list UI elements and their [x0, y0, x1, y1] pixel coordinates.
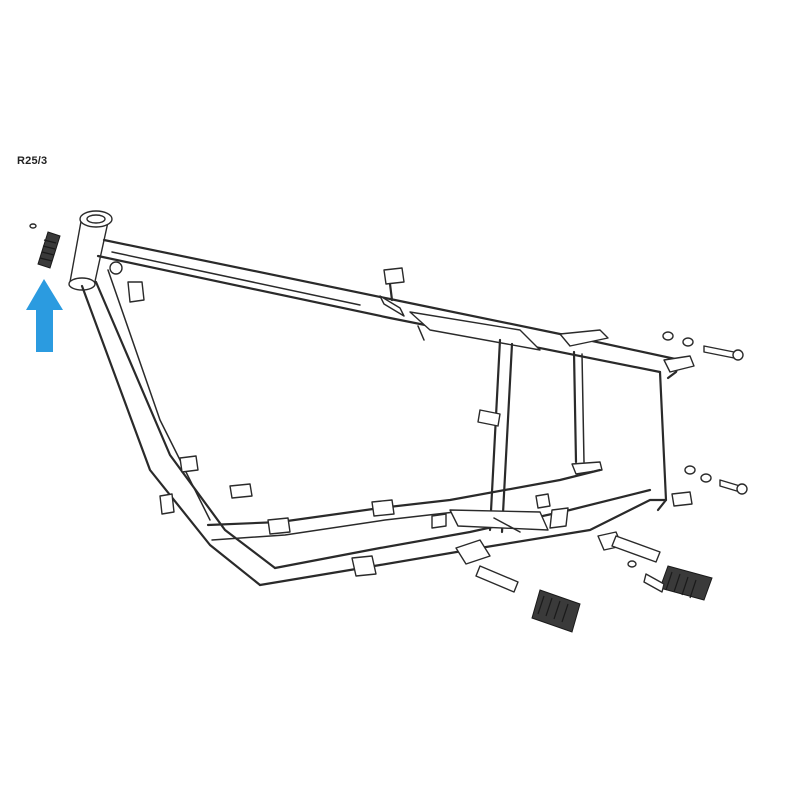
lower-bolt [684, 465, 748, 495]
small-pin-part [29, 223, 37, 229]
footrest-bolt [627, 560, 665, 593]
frame-structure [68, 210, 695, 587]
steering-head [68, 210, 123, 291]
upper-bolt [662, 331, 744, 361]
right-footrest [611, 535, 713, 601]
left-footrest [475, 565, 581, 633]
tank-mount [379, 267, 405, 317]
highlight-arrow [26, 279, 63, 352]
spring-part [37, 231, 61, 269]
loose-parts [475, 331, 748, 633]
model-label: R25/3 [17, 155, 48, 167]
highlighted-part[interactable] [29, 223, 61, 269]
